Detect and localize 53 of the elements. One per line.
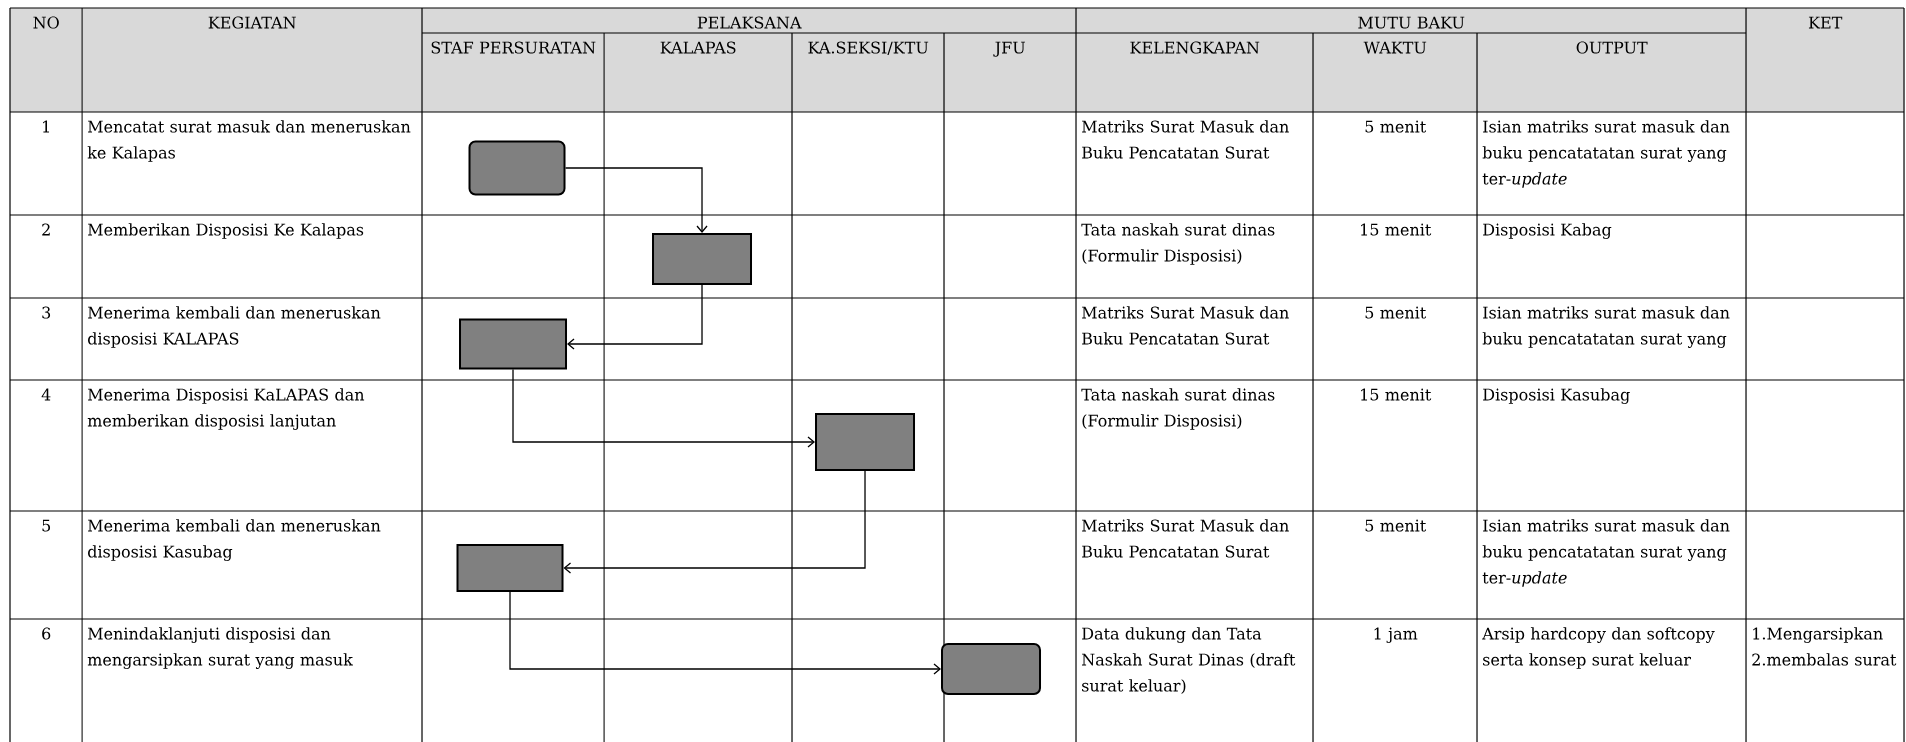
process-box	[652, 233, 752, 285]
arrow	[512, 368, 815, 448]
cell-text: Tata naskah surat dinas (Formulir Disposisi)	[1081, 388, 1275, 430]
activity-text: Menindaklanjuti disposisi dan mengarsipkan surat yang masuk	[87, 627, 353, 669]
row-number: 2	[42, 223, 50, 236]
row-number: 6	[42, 627, 51, 640]
column-header: WAKTU	[1313, 33, 1477, 112]
column-header: STAF PERSURATAN	[422, 33, 604, 112]
row-number: 4	[41, 388, 51, 401]
column-header: OUTPUT	[1477, 33, 1746, 112]
arrow	[509, 591, 941, 675]
arrow	[564, 167, 708, 233]
column-header: NO	[10, 8, 82, 112]
process-box	[815, 413, 915, 471]
column-header: KET	[1746, 8, 1904, 112]
activity-text: Menerima kembali dan meneruskan disposisi Kasubag	[88, 519, 381, 561]
cell-text: Matriks Surat Masuk dan Buku Pencatatan Surat	[1082, 519, 1289, 558]
cell-text: Matriks Surat Masuk dan Buku Pencatatan Surat	[1082, 120, 1289, 159]
column-header: PELAKSANA	[422, 8, 1076, 33]
cell-text: Tata naskah surat dinas (Formulir Disposisi)	[1081, 223, 1275, 265]
activity-text: Memberikan Disposisi Ke Kalapas	[88, 223, 364, 239]
column-header: KALAPAS	[604, 33, 792, 112]
duration-text: 1 jam	[1374, 627, 1418, 643]
activity-text: Menerima kembali dan meneruskan disposisi KALAPAS	[88, 306, 381, 348]
activity-text: Mencatat surat masuk dan meneruskan ke Kalapas	[87, 120, 411, 162]
cell-text: Isian matriks surat masuk dan buku pencatatatan surat yang ter-update	[1482, 519, 1730, 587]
duration-text: 15 menit	[1361, 388, 1432, 401]
row-number: 5	[42, 519, 51, 532]
activity-text: Menerima Disposisi KaLAPAS dan memberikan disposisi lanjutan	[87, 388, 365, 430]
cell-text: Matriks Surat Masuk dan Buku Pencatatan Surat	[1082, 306, 1289, 345]
process-box	[456, 544, 564, 592]
cell-text: Isian matriks surat masuk dan buku pencatatatan surat yang ter-update	[1482, 120, 1730, 188]
arrow	[563, 470, 866, 574]
column-header: KA.SEKSI/KTU	[792, 33, 944, 112]
rounded-box	[941, 643, 1041, 695]
duration-text: 5 menit	[1365, 306, 1427, 319]
rounded-box	[468, 140, 566, 196]
arrow	[567, 284, 703, 350]
cell-text: Disposisi Kabag	[1483, 223, 1612, 239]
column-header: MUTU BAKU	[1076, 8, 1746, 33]
duration-text: 15 menit	[1361, 223, 1432, 236]
cell-text: Disposisi Kasubag	[1483, 388, 1630, 404]
duration-text: 5 menit	[1365, 519, 1427, 532]
duration-text: 5 menit	[1365, 120, 1427, 133]
cell-text: Arsip hardcopy dan softcopy serta konsep surat keluar	[1482, 627, 1715, 669]
column-header: JFU	[944, 33, 1076, 112]
row-number: 3	[42, 306, 51, 319]
note-text: 1.Mengarsipkan 2.membalas surat	[1752, 627, 1897, 666]
cell-text: Isian matriks surat masuk dan buku pencatatatan surat yang	[1482, 306, 1730, 348]
process-box	[459, 318, 567, 370]
row-number: 1	[43, 120, 49, 133]
column-header: KELENGKAPAN	[1076, 33, 1313, 112]
cell-text: Data dukung dan Tata Naskah Surat Dinas (draft surat keluar)	[1082, 627, 1296, 694]
